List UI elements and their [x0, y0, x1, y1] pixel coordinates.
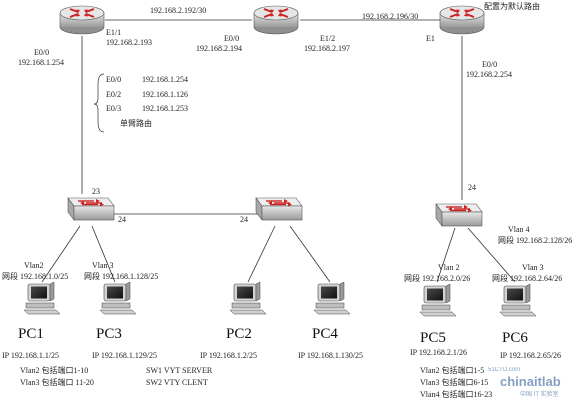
link-sw3-pc6: [467, 227, 516, 283]
subif-0-name: E0/0: [106, 75, 121, 84]
left-vlan2-label: Vlan2: [24, 261, 44, 270]
watermark: 51CTO.com chinaitlab 中国 IT 实验室: [488, 367, 561, 398]
pc-pc2[interactable]: [229, 281, 267, 315]
pc4-ip: IP 192.168.1.130/25: [298, 351, 363, 360]
link-r2-r3-net: 192.168.2.196/30: [362, 12, 418, 21]
note-left-1: Vlan2 包括端口1-10: [20, 365, 88, 375]
router-r1[interactable]: [59, 5, 105, 35]
link-r1-r2-net: 192.168.2.192/30: [150, 6, 206, 15]
subif-0-ip: 192.168.1.254: [142, 75, 188, 84]
r3-default-route-note: 配置为默认路由: [484, 1, 540, 11]
pc2-ip: IP 192.168.1.2/25: [200, 351, 257, 360]
subinterface-list: E0/0 192.168.1.254 E0/2 192.168.1.126 E0…: [106, 75, 188, 128]
note-mid-1: SW1 VYT SERVER: [146, 366, 213, 375]
pc5-name: PC5: [420, 330, 446, 346]
sw2-port-left: 24: [240, 215, 248, 224]
pc-pc4[interactable]: [313, 281, 351, 315]
r2-e00-label: E0/0: [224, 34, 239, 43]
pc5-ip: IP 192.168.2.1/26: [410, 348, 467, 357]
r2-e00-ip: 192.168.2.194: [196, 44, 242, 53]
link-sw3-pc5: [436, 227, 456, 283]
r1-e00-ip: 192.168.1.254: [18, 58, 64, 67]
r3-e1-label: E1: [426, 34, 435, 43]
link-sw1-pc1: [41, 225, 81, 283]
right-vlan4-net: 网段 192.168.2.128/26: [498, 235, 572, 245]
left-vlan3-label: Vlan 3: [92, 261, 114, 270]
sw1-port-up: 23: [92, 187, 100, 196]
switch-sw1[interactable]: [67, 197, 115, 221]
note-mid-2: SW2 VTY CLENT: [146, 378, 208, 387]
pc1-ip: IP 192.168.1.1/25: [2, 351, 59, 360]
subinterface-bracket: [93, 73, 105, 133]
sw3-port-up: 24: [468, 183, 476, 192]
pc6-name: PC6: [502, 330, 528, 346]
note-right-2: Vlan3 包括端口6-15: [420, 377, 488, 387]
note-left-2: Vlan3 包括端口 11-20: [20, 377, 94, 387]
r2-e12-label: E1/2: [320, 34, 335, 43]
pc-pc5[interactable]: [419, 283, 457, 317]
watermark-sub: 中国 IT 实验室: [520, 390, 559, 398]
link-sw2-pc2: [247, 225, 276, 283]
note-right-1: Vlan2 包括端口1-5: [420, 365, 484, 375]
right-vlan4-label: Vlan 4: [508, 225, 530, 234]
links: [41, 19, 516, 283]
right-vlan3-label: Vlan 3: [522, 263, 544, 272]
sw1-port-right: 24: [118, 215, 126, 224]
switch-sw2[interactable]: [255, 197, 303, 221]
right-vlan2-label: Vlan 2: [438, 263, 460, 272]
one-arm-router-label: 单臂路由: [120, 118, 152, 128]
r1-e11-ip: 192.168.2.193: [106, 38, 152, 47]
watermark-site: 51CTO.com: [488, 367, 520, 373]
pc4-name: PC4: [312, 326, 338, 342]
pc3-ip: IP 192.168.1.129/25: [92, 351, 157, 360]
link-sw1-pc3: [91, 225, 116, 283]
pc-pc1[interactable]: [23, 281, 61, 315]
subif-1-ip: 192.168.1.126: [142, 90, 188, 99]
watermark-brand: chinaitlab: [500, 374, 561, 389]
right-vlan2-net: 网段 192.168.2.0/26: [404, 273, 470, 283]
r3-e00-ip: 192.168.2.254: [466, 70, 512, 79]
pc-pc3[interactable]: [99, 281, 137, 315]
r1-e00-label: E0/0: [34, 48, 49, 57]
subif-1-name: E0/2: [106, 90, 121, 99]
pc6-ip: IP 192.168.2.65/26: [500, 351, 561, 360]
left-vlan3-net: 网段 192.168.1.128/25: [84, 271, 158, 281]
router-r2[interactable]: [253, 5, 299, 35]
left-vlan2-net: 网段 192.168.1.0/25: [2, 271, 68, 281]
pc-pc6[interactable]: [499, 283, 537, 317]
note-right-3: Vlan4 包括端口16-23: [420, 389, 492, 399]
pc3-name: PC3: [96, 326, 122, 342]
r3-e00-label: E0/0: [482, 60, 497, 69]
pc1-name: PC1: [18, 326, 44, 342]
right-vlan3-net: 网段 192.168.2.64/26: [492, 273, 562, 283]
pc2-name: PC2: [226, 326, 252, 342]
link-sw2-pc4: [289, 225, 331, 283]
switch-sw3[interactable]: [435, 203, 483, 227]
r1-e11-label: E1/1: [106, 28, 121, 37]
subif-2-name: E0/3: [106, 104, 121, 113]
router-r3[interactable]: [439, 5, 485, 35]
subif-2-ip: 192.168.1.253: [142, 104, 188, 113]
r2-e12-ip: 192.168.2.197: [304, 44, 350, 53]
